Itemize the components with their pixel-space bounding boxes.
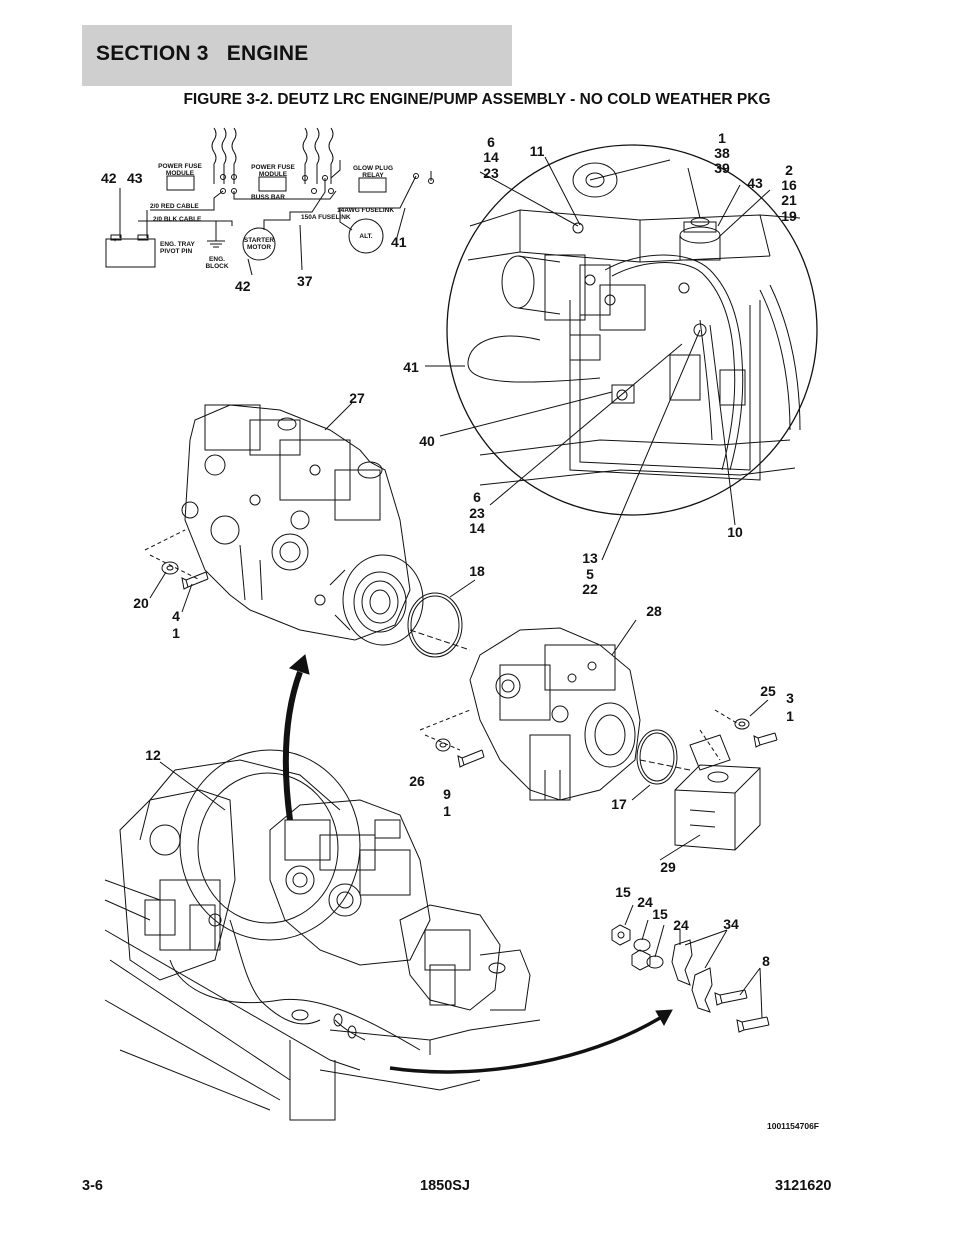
callout-43a: 43: [127, 170, 143, 186]
label-power-fuse-module-2b: MODULE: [259, 171, 288, 178]
callout-41a: 41: [391, 234, 407, 250]
label-150a-fuselink: 150A FUSELINK: [301, 214, 351, 221]
assembly-arrows: [282, 654, 673, 1074]
callout-13-2: 5: [586, 566, 594, 582]
callout-2-2: 16: [781, 177, 797, 193]
callout-43b: 43: [747, 175, 763, 191]
section-header: SECTION 3 ENGINE: [82, 25, 512, 86]
charge-pump: [659, 699, 778, 861]
label-glow-plug-relay-b: RELAY: [362, 172, 384, 179]
callout-17: 17: [611, 796, 627, 812]
callout-24a: 24: [637, 894, 653, 910]
callout-1a-2: 38: [714, 145, 730, 161]
label-power-fuse-module-1b: MODULE: [166, 170, 195, 177]
callout-28: 28: [646, 603, 662, 619]
callout-10: 10: [727, 524, 743, 540]
label-eng-tray: ENG. TRAY: [160, 241, 195, 248]
callout-40: 40: [419, 433, 435, 449]
engine-assembly: [104, 749, 541, 1121]
drawing-number: 1001154706F: [767, 1121, 819, 1131]
label-14awg-fuselink: 14AWG FUSELINK: [337, 207, 394, 214]
label-eng: ENG.: [209, 256, 225, 263]
callout-37: 37: [297, 273, 313, 289]
callout-27: 27: [349, 390, 365, 406]
label-pivot-pin: PIVOT PIN: [160, 248, 192, 255]
battery-minus: -: [142, 237, 144, 244]
wiring-labels: POWER FUSE MODULE POWER FUSE MODULE GLOW…: [101, 163, 407, 294]
callout-24b: 24: [673, 917, 689, 933]
callout-18: 18: [469, 563, 485, 579]
callout-2-1: 2: [785, 162, 793, 178]
callout-41b: 41: [403, 359, 419, 375]
callout-6b-3: 14: [469, 520, 485, 536]
callout-9-2: 1: [443, 803, 451, 819]
detail-circle: [425, 144, 818, 561]
callout-42b: 42: [235, 278, 251, 294]
callout-13-3: 22: [582, 581, 598, 597]
footer-manual-number: 3121620: [775, 1178, 832, 1194]
second-pump: [419, 619, 691, 801]
callout-8: 8: [762, 953, 770, 969]
label-motor: MOTOR: [247, 244, 271, 251]
callout-25: 25: [760, 683, 776, 699]
label-alt: ALT.: [359, 233, 372, 240]
label-glow-plug-relay: GLOW PLUG: [353, 165, 393, 172]
battery-plus: +: [113, 237, 117, 244]
callout-6a-2: 14: [483, 149, 499, 165]
label-power-fuse-module-2: POWER FUSE: [251, 164, 295, 171]
part-callouts: 6 14 23 11 1 38 39 2 16 21 19 43 41 40 6…: [133, 130, 819, 1131]
clamp-hardware: [611, 904, 770, 1033]
callout-9-1: 9: [443, 786, 451, 802]
figure-title: FIGURE 3-2. DEUTZ LRC ENGINE/PUMP ASSEMB…: [183, 91, 771, 108]
footer-model: 1850SJ: [420, 1178, 470, 1194]
label-power-fuse-module-1: POWER FUSE: [158, 163, 202, 170]
callout-3-2: 1: [786, 708, 794, 724]
callout-15b: 15: [652, 906, 668, 922]
callout-6a-1: 6: [487, 134, 495, 150]
footer-page-number: 3-6: [82, 1178, 103, 1194]
callout-26: 26: [409, 773, 425, 789]
label-block: BLOCK: [205, 263, 228, 270]
section-title: SECTION 3 ENGINE: [96, 42, 309, 65]
callout-13-1: 13: [582, 550, 598, 566]
callout-15a: 15: [615, 884, 631, 900]
callout-4-1: 4: [172, 608, 180, 624]
callout-2-3: 21: [781, 192, 797, 208]
callout-12: 12: [145, 747, 161, 763]
label-starter: STARTER: [244, 237, 275, 244]
wiring-schematic: [105, 127, 434, 276]
callout-3-1: 3: [786, 690, 794, 706]
callout-2-4: 19: [781, 208, 797, 224]
callout-11: 11: [530, 143, 545, 159]
callout-29: 29: [660, 859, 676, 875]
callout-1a-3: 39: [714, 160, 730, 176]
callout-6a-3: 23: [483, 165, 499, 181]
callout-42a: 42: [101, 170, 117, 186]
label-red-cable: 2/0 RED CABLE: [150, 203, 199, 210]
callout-6b-2: 23: [469, 505, 485, 521]
callout-34: 34: [723, 916, 739, 932]
main-pump: [144, 402, 476, 658]
callout-4-2: 1: [172, 625, 180, 641]
callout-1a-1: 1: [718, 130, 726, 146]
label-buss-bar: BUSS BAR: [251, 194, 285, 201]
callout-20: 20: [133, 595, 149, 611]
label-blk-cable: 2/0 BLK CABLE: [153, 216, 202, 223]
callout-6b-1: 6: [473, 489, 481, 505]
